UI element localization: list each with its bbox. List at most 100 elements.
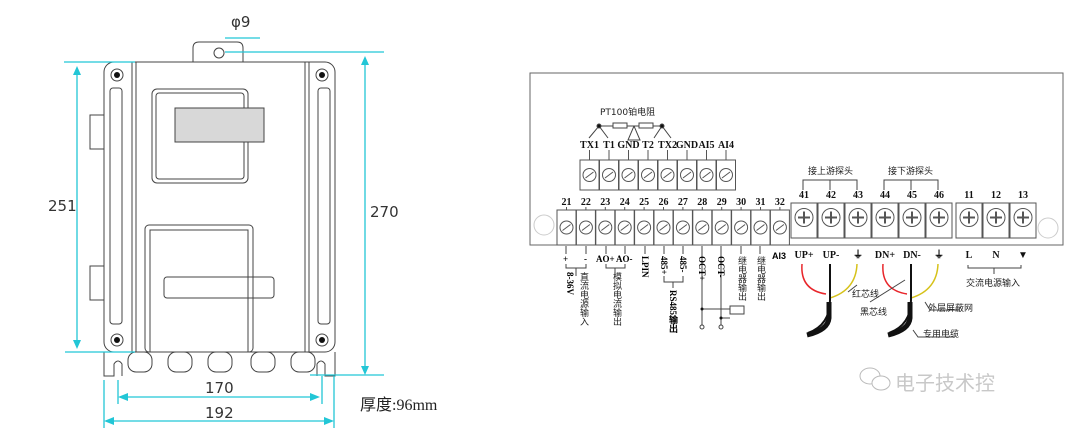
top-terminal-label: TX2 [658, 140, 677, 151]
ac-input-label: 交流电源输入 [966, 277, 1020, 289]
ac-terminal: 12N [982, 190, 1010, 261]
top-terminal: T2 [638, 140, 658, 191]
mounting-tab [192, 41, 244, 62]
wechat-icon [859, 367, 891, 391]
relay-output-2: 继电器输出 [755, 255, 766, 302]
oct-minus: OCT- [716, 256, 726, 278]
probe-terminal-number: 45 [907, 190, 917, 201]
thickness-label: 厚度:96mm [360, 396, 438, 414]
terminal-board-outline [529, 72, 1064, 246]
dc-minus: - [584, 254, 587, 264]
bottom-terminal: 25 [634, 197, 655, 246]
upstream-header: 接上游探头 [808, 165, 853, 177]
probe-terminal: 43⏚ [844, 190, 872, 261]
analog-output-label: 模拟电流输出 [611, 272, 622, 327]
ac-terminal-number: 11 [964, 190, 973, 201]
top-terminal-label: T2 [642, 140, 654, 151]
screw-icon [110, 68, 124, 82]
ac-terminal-label: L [966, 250, 973, 261]
hinge [89, 265, 105, 301]
bottom-terminal-label: 27 [678, 197, 688, 208]
dimension-lines [64, 37, 384, 428]
probe-terminal-label: ⏚ [934, 249, 944, 261]
top-terminal-label: GND [617, 140, 639, 151]
bottom-terminal-label: 29 [717, 197, 727, 208]
watermark-text: 电子技术控 [895, 371, 995, 395]
bottom-terminal-label: 25 [639, 197, 649, 208]
ao-minus: AO- [616, 254, 633, 264]
top-terminal: AI5 [696, 140, 717, 191]
cable-glands [127, 351, 316, 373]
downstream-header: 接下游探头 [888, 165, 933, 177]
dc-voltage: 8-36V [565, 272, 575, 295]
width-inner-label: 170 [205, 379, 234, 397]
ac-terminal-label: N [992, 250, 1000, 261]
top-terminal: GND [676, 140, 698, 191]
top-terminal: T1 [599, 140, 619, 191]
bottom-terminal: 32 [769, 197, 790, 246]
bottom-terminal-label: 23 [600, 197, 610, 208]
lcd-screen [174, 107, 265, 143]
bottom-terminal: 23 [595, 197, 616, 246]
top-terminal: AI4 [716, 140, 736, 191]
hole-diameter-label: φ9 [231, 13, 250, 31]
ac-terminal: 11L [955, 190, 983, 261]
red-core-label: 红芯线 [852, 288, 879, 300]
label-plate [163, 276, 275, 299]
cable-label: 专用电缆 [923, 328, 959, 340]
pt100-resistor-symbol [588, 122, 672, 141]
probe-cables [801, 263, 960, 338]
top-terminal-label: AI4 [718, 140, 734, 151]
bottom-terminal: 29 [711, 197, 732, 246]
ac-terminal-number: 12 [991, 190, 1001, 201]
mount-hole [533, 214, 555, 236]
bottom-terminal-label: 32 [775, 197, 785, 208]
bottom-terminal: 28 [692, 197, 713, 246]
bottom-terminal-label: 28 [697, 197, 707, 208]
hinge [89, 114, 105, 150]
top-terminal-label: TX1 [580, 140, 599, 151]
bottom-terminal-label: 22 [581, 197, 591, 208]
mounting-hole [213, 47, 225, 59]
width-outer-label: 192 [205, 404, 234, 422]
rs485-output-label: RS485输出 [668, 290, 679, 334]
height-outer-label: 270 [370, 203, 399, 221]
bottom-terminal: 30 [731, 197, 752, 246]
enclosure-body [103, 61, 336, 353]
bottom-terminal: 31 [750, 197, 771, 246]
black-core-label: 黑芯线 [860, 306, 887, 318]
top-terminal: GND [617, 140, 640, 191]
probe-terminal-number: 46 [934, 190, 944, 201]
top-terminal-label: GND [676, 140, 698, 151]
bottom-labels: + - 8-36V 直流电源输入 AO+ AO- 模拟电流输出 LPIN 485… [563, 246, 786, 334]
top-terminal-label: AI5 [698, 140, 714, 151]
dc-input-label: 直流电源输入 [578, 271, 589, 326]
screw-icon [315, 333, 329, 347]
rs485-minus: 485- [678, 256, 688, 273]
screw-icon [110, 333, 124, 347]
bottom-terminal: 24 [614, 197, 635, 246]
probe-terminal-number: 44 [880, 190, 890, 201]
bottom-terminal-label: 21 [562, 197, 572, 208]
bottom-terminal-label: 30 [736, 197, 746, 208]
ao-plus: AO+ [596, 254, 615, 264]
probe-terminal-number: 42 [826, 190, 836, 201]
bottom-terminal: 22 [575, 197, 596, 246]
keypad-cover [144, 224, 254, 353]
screw-icon [315, 68, 329, 82]
lpin-label: LPIN [640, 256, 650, 278]
ai3-label: AI3 [772, 251, 786, 261]
bottom-terminal: 27 [672, 197, 693, 246]
ac-terminal: 13▼ [1009, 190, 1037, 261]
probe-terminal-number: 41 [799, 190, 809, 201]
relay-output-1: 继电器输出 [736, 255, 747, 302]
height-inner-label: 251 [48, 197, 77, 215]
bottom-terminal-label: 31 [756, 197, 766, 208]
probe-terminal: 46 ⏚ [925, 190, 953, 261]
